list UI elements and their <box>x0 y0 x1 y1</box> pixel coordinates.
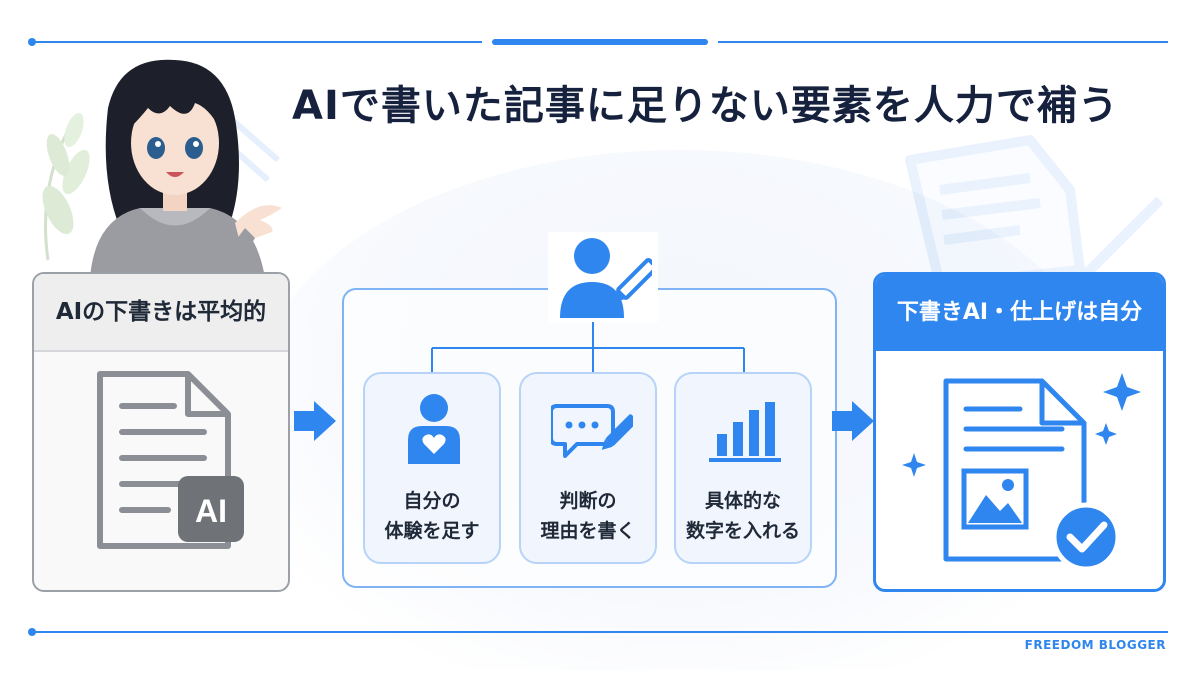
final-panel: 下書きAI・仕上げは自分 <box>873 272 1166 592</box>
card-add-experience: 自分の 体験を足す <box>363 372 501 564</box>
card-line2: 数字を入れる <box>685 520 800 542</box>
card-text: 具体的な 数字を入れる <box>676 486 810 546</box>
document-check-icon <box>902 373 1141 572</box>
frame-line-top-right <box>718 41 1168 43</box>
card-line1: 自分の <box>403 490 461 512</box>
card-text: 判断の 理由を書く <box>521 486 655 546</box>
final-heading: 下書きAI・仕上げは自分 <box>876 275 1163 351</box>
character-illustration <box>90 59 282 278</box>
frame-dot-bottom-left <box>28 628 36 636</box>
sparkle-icon <box>902 453 926 477</box>
frame-line-top-left <box>34 41 482 43</box>
card-line2: 体験を足す <box>384 520 480 542</box>
background-document-illustration <box>905 135 1164 290</box>
chat-pen-icon <box>551 404 633 458</box>
card-line1: 具体的な <box>704 490 781 512</box>
card-text: 自分の 体験を足す <box>365 486 499 546</box>
card-line1: 判断の <box>559 490 617 512</box>
card-write-reasoning: 判断の 理由を書く <box>519 372 657 564</box>
ai-badge-text: AI <box>195 493 227 529</box>
page-title: AIで書いた記事に足りない要素を人力で補う <box>292 83 1119 129</box>
person-pen-icon <box>560 238 652 318</box>
frame-accent-bar <box>492 39 708 45</box>
frame-line-bottom <box>34 631 1168 633</box>
arrow-right-icon <box>294 401 336 441</box>
sparkle-icon <box>1095 423 1117 445</box>
connector-lines <box>431 322 745 374</box>
person-heart-icon <box>408 394 460 464</box>
ai-draft-panel: AIの下書きは平均的 AI <box>32 272 290 592</box>
card-add-numbers: 具体的な 数字を入れる <box>674 372 812 564</box>
card-line2: 理由を書く <box>540 520 636 542</box>
bar-chart-icon <box>709 402 781 462</box>
document-ai-icon: AI <box>97 371 244 549</box>
brand-label: FREEDOM BLOGGER <box>1024 638 1166 652</box>
arrow-right-icon <box>832 401 874 441</box>
sparkle-icon <box>1103 373 1141 411</box>
ai-draft-heading: AIの下書きは平均的 <box>34 274 288 352</box>
frame-dot-top-left <box>28 38 36 46</box>
